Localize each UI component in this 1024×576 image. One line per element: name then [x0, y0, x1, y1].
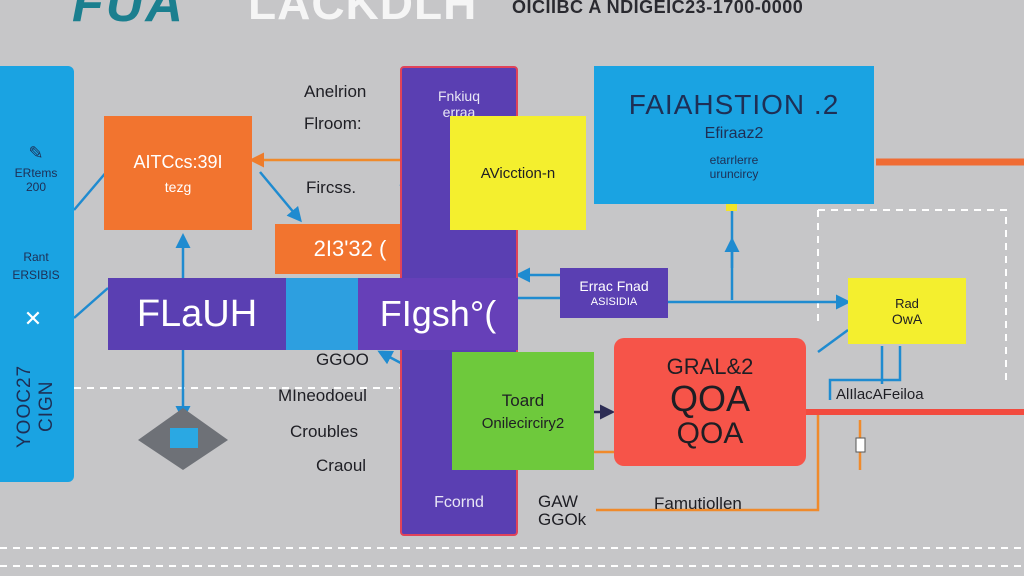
blue-connector [828, 346, 902, 400]
red-node: GRAL&2 QOA QOA [614, 338, 806, 466]
orange-connector [596, 412, 820, 512]
header-title-mid: LACKDLH [248, 0, 478, 29]
blue-node-line1: etarrlerre [709, 153, 759, 167]
orange-node-a-line1: AITCcs:39I [133, 151, 223, 172]
label-croubles: Croubles [290, 422, 359, 441]
junction-square [726, 200, 737, 211]
label-fircss: Fircss. [306, 178, 357, 197]
blue-node-title: FAIAHSTION .2 [628, 89, 840, 120]
yellow-node-b: Rad OwA [848, 278, 966, 344]
yellow-node-b-line1: Rad [895, 295, 919, 311]
label-gooo: GGOO [316, 350, 369, 369]
red-node-line2: QOA [676, 417, 744, 450]
blue-connector [73, 169, 109, 211]
yellow-node-a: AVicction-n [450, 116, 586, 230]
purple-small-node: Errac Fnad ASISIDIA [560, 268, 668, 318]
red-node-title: GRAL&2 [666, 354, 754, 379]
yellow-node-b-line2: OwA [891, 310, 923, 327]
label-anelion: Anelrion [304, 82, 367, 101]
purple-small-line1: Errac Fnad [579, 278, 649, 294]
purple-column-bottom: Fcornd [434, 494, 484, 511]
blue-node-top: FAIAHSTION .2 Efiraaz2 etarrlerre urunci… [594, 66, 874, 204]
green-node-line1: Toard [501, 390, 545, 410]
label-mineodeul: MIneodoeul [278, 386, 367, 405]
label-acfei: AlIlacAFeiloa [836, 386, 924, 403]
flash-right-segment: FIgsh°( [358, 278, 518, 350]
pen-icon: ✎ [28, 142, 44, 163]
blue-connector [73, 287, 109, 319]
green-node-line2: Onilecirciry2 [481, 414, 565, 432]
purple-column-top1: Fnkiuq [437, 88, 481, 104]
label-famutiollen: Famutiollen [654, 494, 742, 513]
flash-left-segment: FLaUH [108, 278, 286, 350]
header-title-left: FUA [72, 0, 185, 33]
diamond-accent [170, 428, 198, 448]
left-bar-label-mid: Rant ERSIBIS [12, 250, 60, 282]
label-ggok: GGOk [538, 510, 587, 529]
blue-node-line2: uruncircy [709, 167, 759, 181]
left-bar-vertical-text: YOOC27 CIGN [14, 364, 57, 448]
left-bar-label-top: ERtems 200 [14, 166, 58, 194]
junction-square [855, 437, 866, 453]
orange-node-a-line2: tezg [164, 178, 192, 195]
dashed-guide [818, 209, 1007, 380]
blue-arrow [259, 171, 302, 223]
flash-mid-segment [286, 278, 358, 350]
purple-small-line2: ASISIDIA [590, 296, 638, 308]
red-node-line1: QOA [669, 378, 750, 419]
label-craoul: Craoul [316, 456, 367, 475]
blue-connector [817, 328, 849, 354]
label-gaw: GAW [538, 492, 578, 511]
header-title-right: OICIIBC A NDIGEIC23-1700-0000 [512, 0, 804, 17]
left-sidebar-bar: ✎ ERtems 200 Rant ERSIBIS ✕ YOOC27 CIGN [0, 66, 74, 482]
close-icon: ✕ [23, 306, 43, 331]
flash-bar: FLaUH FIgsh°( [108, 278, 518, 350]
blue-node-subtitle: Efiraaz2 [704, 125, 764, 142]
orange-node-a: AITCcs:39I tezg [104, 116, 252, 230]
label-flroom: Flroom: [304, 114, 362, 133]
green-node: Toard Onilecirciry2 [452, 352, 594, 470]
